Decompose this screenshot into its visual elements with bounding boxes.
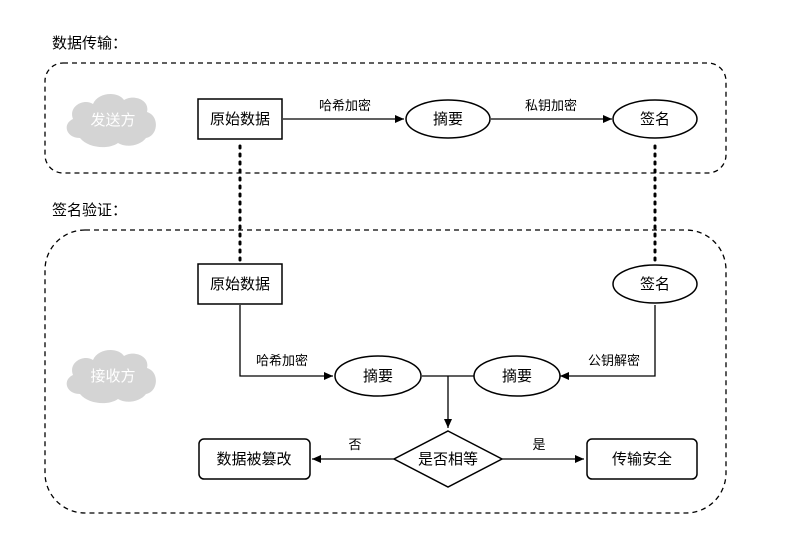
edge-label-sign: 私钥加密 xyxy=(525,98,577,114)
verification-frame xyxy=(44,229,727,514)
svg-text:签名: 签名 xyxy=(640,110,670,128)
section-title-verification: 签名验证： xyxy=(52,201,127,219)
transmission-frame xyxy=(44,62,727,174)
edge-label-decrypt: 公钥解密 xyxy=(588,353,640,369)
node-tampered: 数据被篡改 xyxy=(198,438,311,480)
svg-text:数据被篡改: 数据被篡改 xyxy=(216,450,291,468)
node-raw-data-receiver: 原始数据 xyxy=(197,263,283,305)
svg-text:摘要: 摘要 xyxy=(502,367,532,385)
node-decision: 是否相等 xyxy=(392,430,504,488)
node-signature-sender: 签名 xyxy=(612,99,698,139)
edge-label-yes: 是 xyxy=(532,438,545,453)
svg-text:原始数据: 原始数据 xyxy=(210,275,270,293)
section-title-transmission: 数据传输： xyxy=(52,34,127,52)
edge-label-no: 否 xyxy=(348,438,361,453)
sender-label: 发送方 xyxy=(90,111,135,129)
sender-cloud: 发送方 xyxy=(66,94,156,148)
svg-text:摘要: 摘要 xyxy=(363,367,393,385)
edge-label-hash-receiver: 哈希加密 xyxy=(256,353,308,369)
edge-decrypt xyxy=(560,305,656,380)
svg-text:摘要: 摘要 xyxy=(433,110,463,128)
edge-hash-receiver xyxy=(239,305,333,380)
node-digest-sender: 摘要 xyxy=(405,99,491,139)
receiver-label: 接收方 xyxy=(90,367,135,385)
node-signature-receiver: 签名 xyxy=(612,264,698,304)
node-digest-decrypted: 摘要 xyxy=(473,355,561,397)
node-raw-data-sender: 原始数据 xyxy=(197,98,283,140)
node-digest-computed: 摘要 xyxy=(334,355,422,397)
svg-text:传输安全: 传输安全 xyxy=(612,450,672,468)
svg-text:签名: 签名 xyxy=(640,275,670,293)
node-safe: 传输安全 xyxy=(586,438,698,480)
receiver-cloud: 接收方 xyxy=(66,350,156,404)
edge-label-hash-sender: 哈希加密 xyxy=(319,98,371,114)
svg-text:原始数据: 原始数据 xyxy=(210,110,270,128)
svg-text:是否相等: 是否相等 xyxy=(418,450,478,468)
